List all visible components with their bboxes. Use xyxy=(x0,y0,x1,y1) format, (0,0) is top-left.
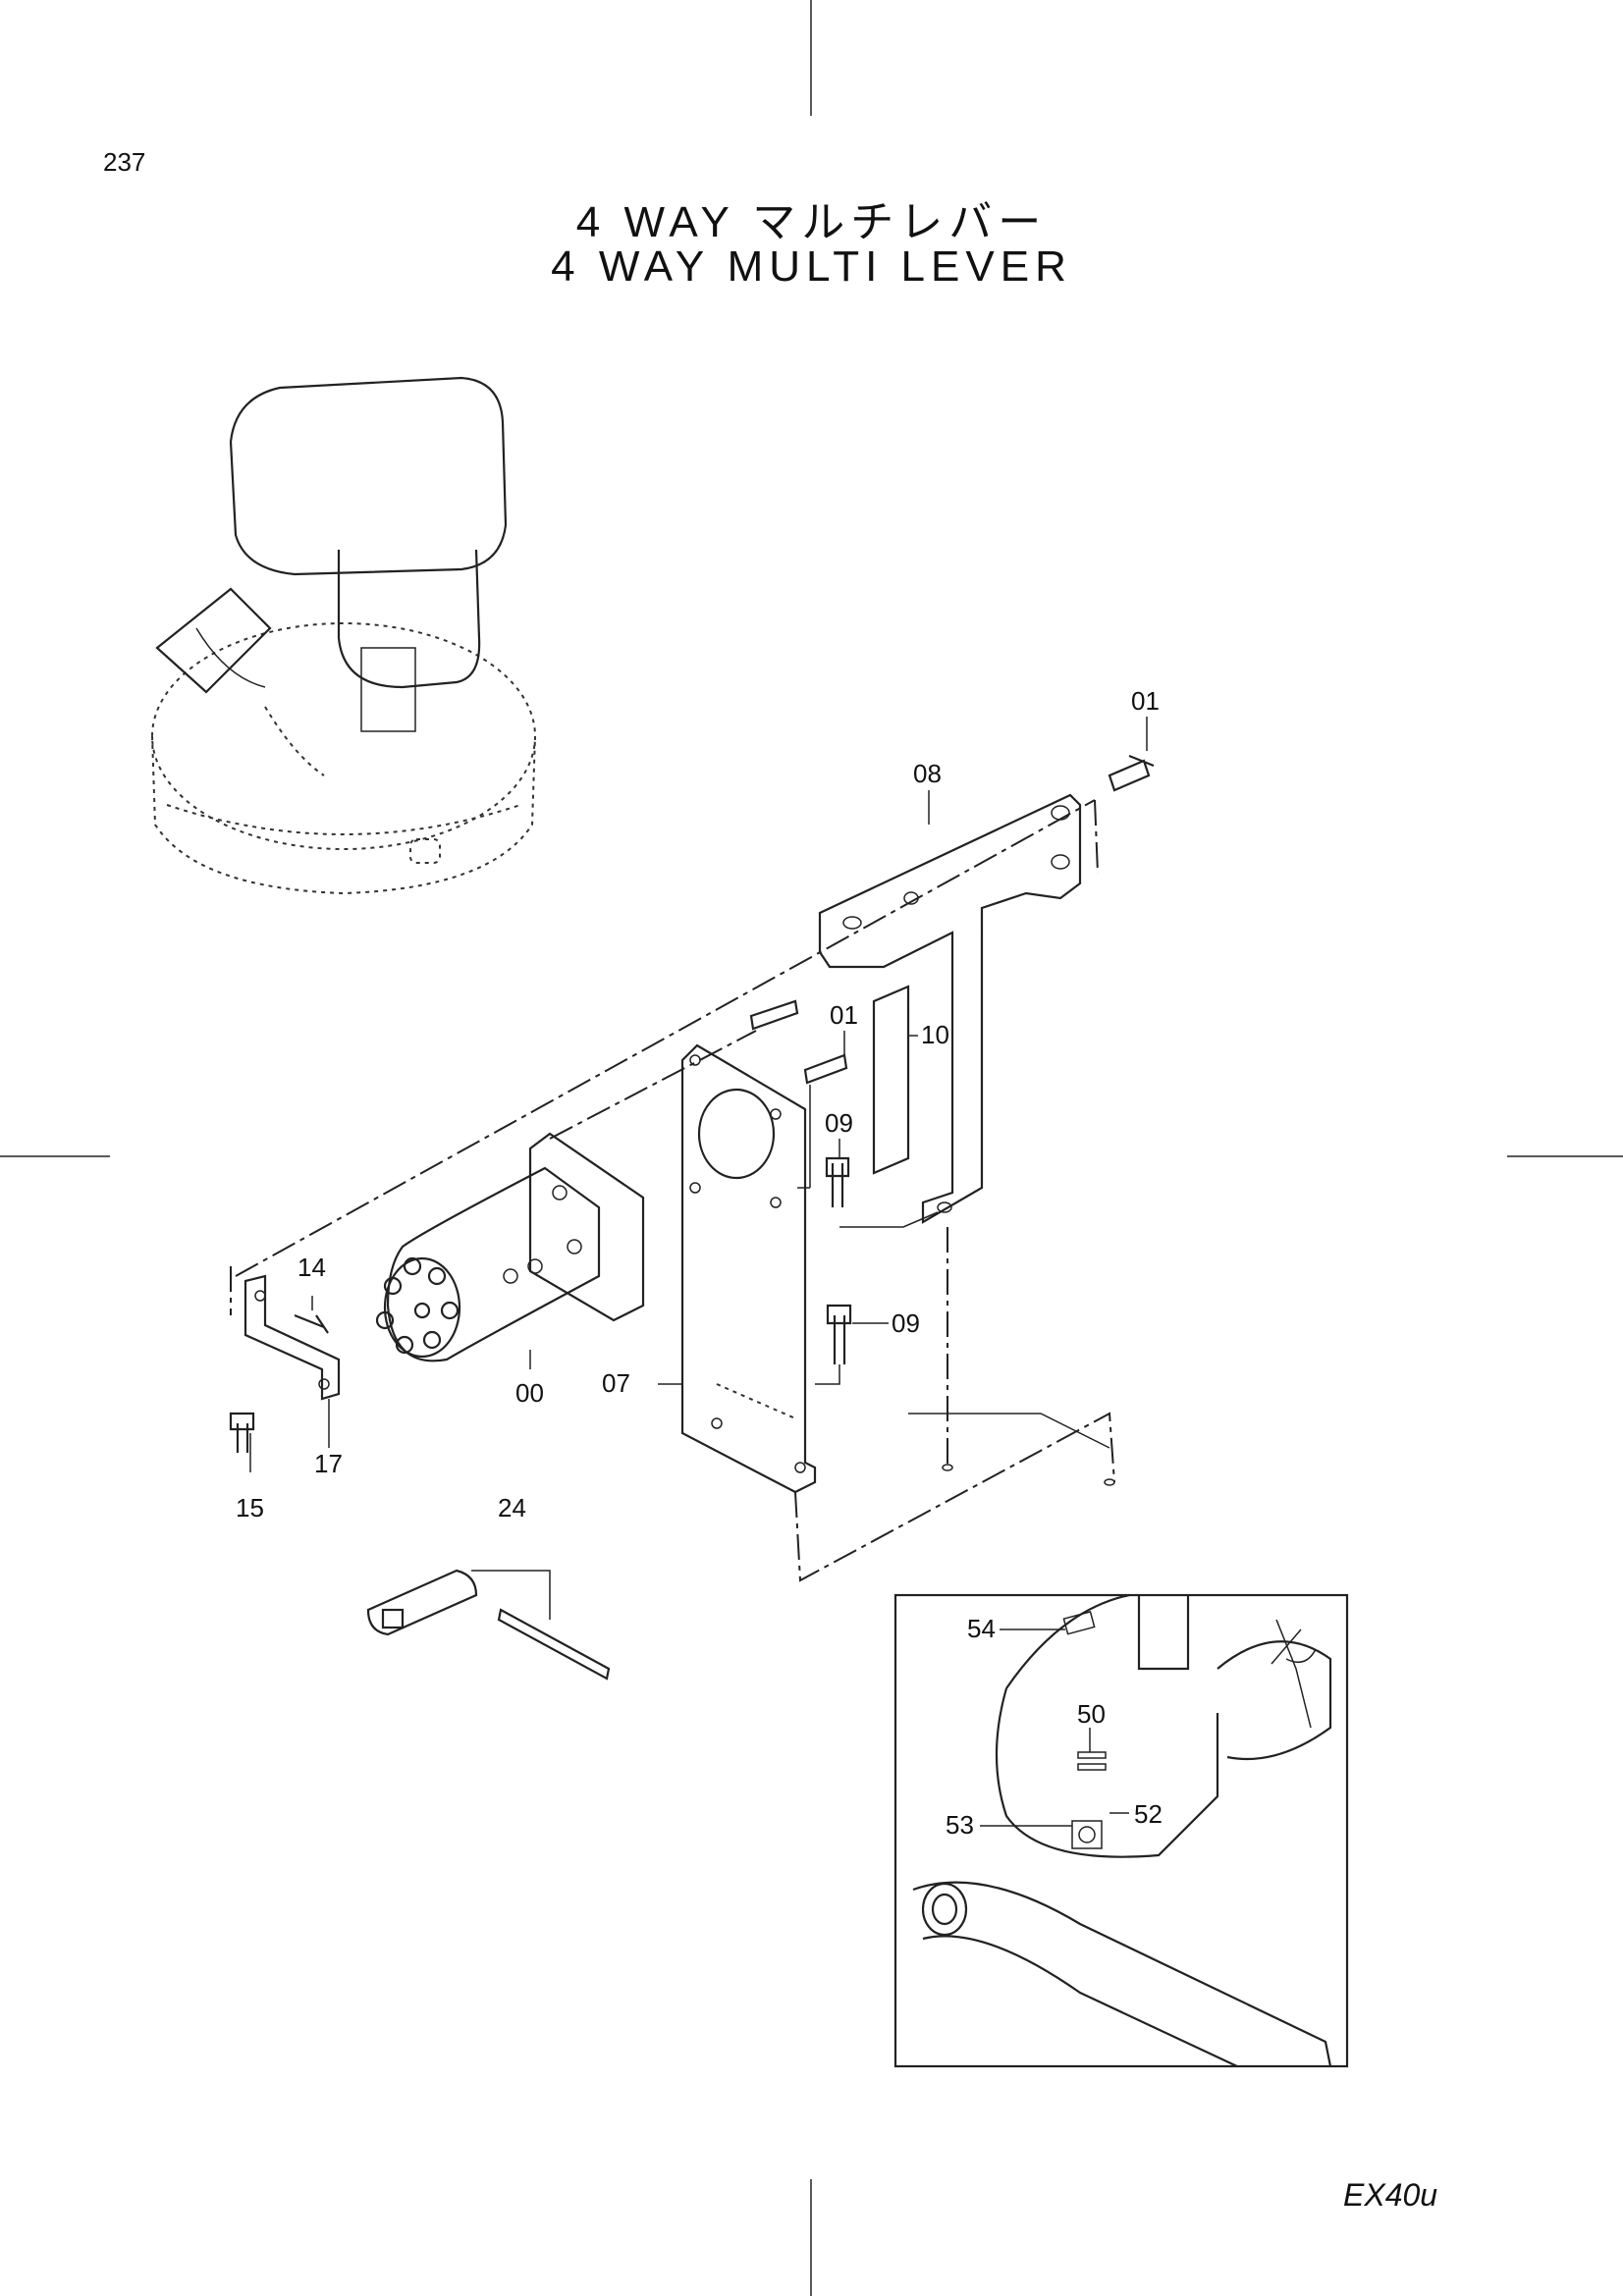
callout-01-mid: 01 xyxy=(830,1000,858,1030)
bolts xyxy=(229,754,1155,1453)
page-number: 237 xyxy=(103,147,146,177)
callout-52: 52 xyxy=(1134,1799,1163,1829)
callout-labels: 01 08 01 10 09 09 14 00 07 15 17 24 54 5… xyxy=(236,686,1163,1840)
part-00-valve xyxy=(375,1132,645,1362)
callout-00: 00 xyxy=(515,1378,544,1408)
part-08-bracket xyxy=(818,793,1082,1224)
callout-15: 15 xyxy=(236,1493,264,1522)
overview-cab-illustration xyxy=(151,376,536,895)
callout-08: 08 xyxy=(913,759,942,788)
callout-07: 07 xyxy=(602,1368,630,1398)
callout-24: 24 xyxy=(498,1493,526,1522)
callout-09-upper: 09 xyxy=(825,1108,853,1138)
leader-lines xyxy=(249,717,1148,1827)
inset-view xyxy=(893,1593,1349,2068)
callout-09-lower: 09 xyxy=(892,1308,920,1338)
callout-01-top: 01 xyxy=(1131,686,1160,716)
callout-50: 50 xyxy=(1077,1699,1106,1729)
callout-54: 54 xyxy=(967,1614,996,1643)
callout-17: 17 xyxy=(314,1449,343,1478)
callout-53: 53 xyxy=(946,1810,974,1840)
title-english: 4 WAY MULTI LEVER xyxy=(551,242,1072,291)
part-24-tool xyxy=(366,1569,611,1681)
model-code: EX40u xyxy=(1343,2177,1438,2213)
callout-10: 10 xyxy=(921,1020,949,1049)
part-17-bracket xyxy=(243,1274,341,1401)
part-07-bracket xyxy=(680,1043,817,1494)
callout-14: 14 xyxy=(298,1253,326,1282)
part-10-pad xyxy=(872,985,910,1175)
title-japanese: 4 WAY マルチレバー xyxy=(575,198,1048,246)
assembly-lines xyxy=(230,799,1115,1620)
